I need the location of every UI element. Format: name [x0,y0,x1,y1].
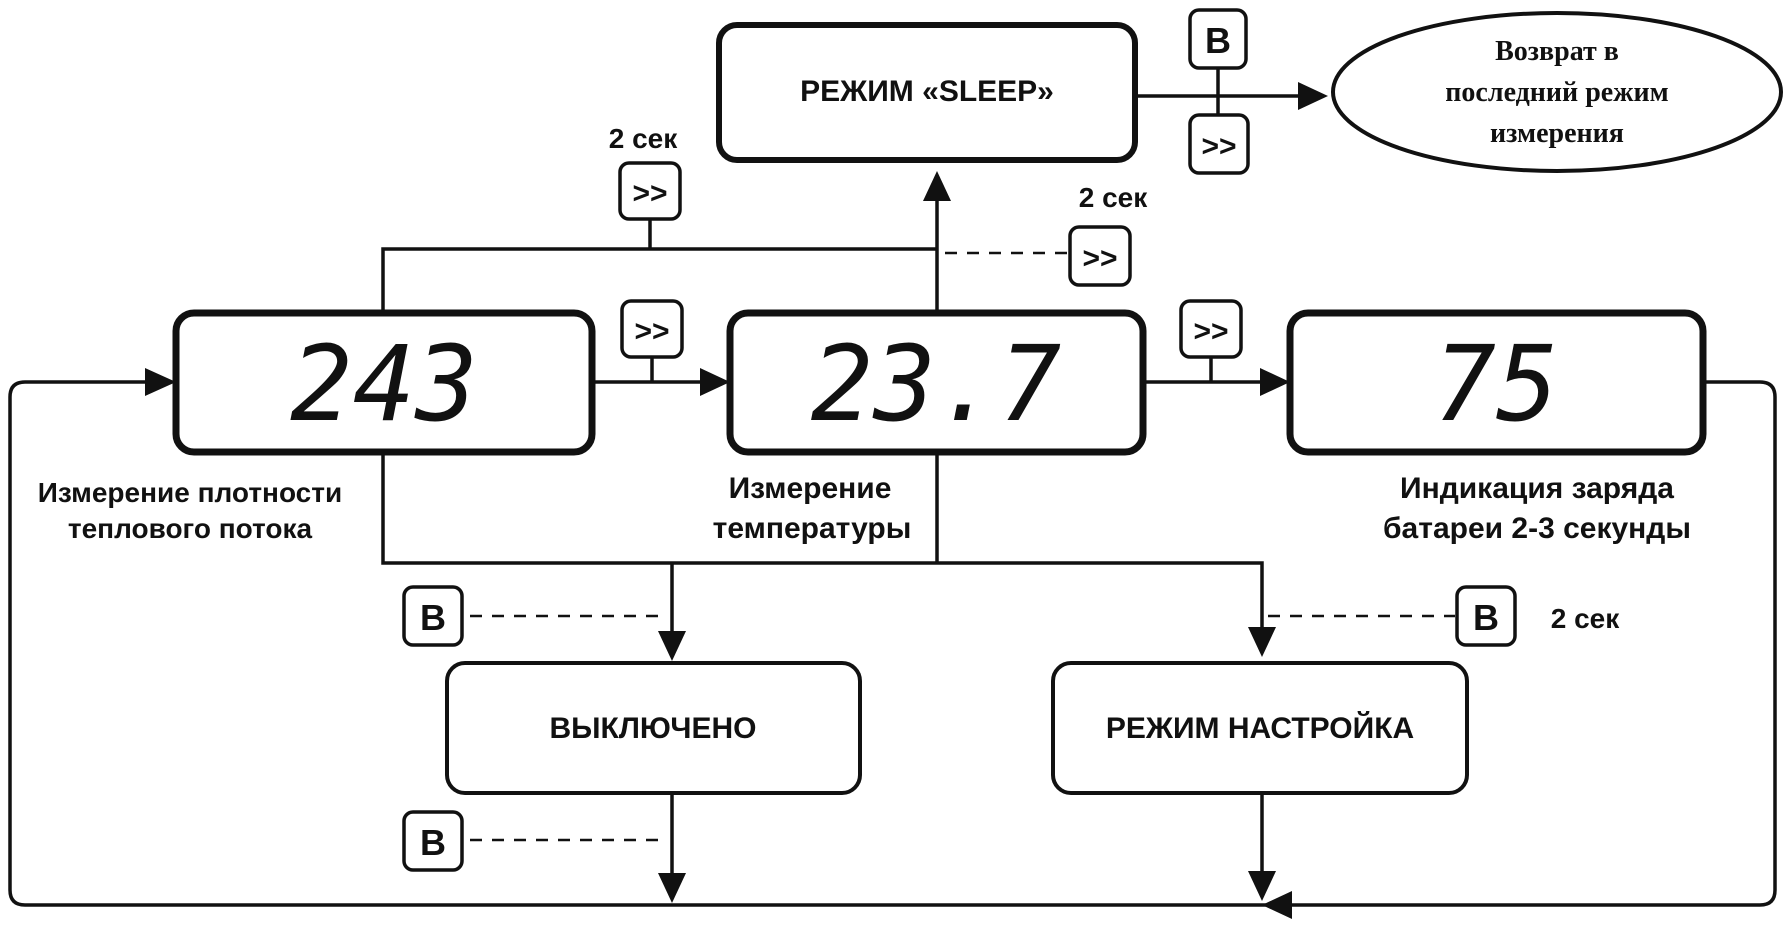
key-forward-23-75: >> [1179,299,1243,359]
key-b-setup: B [1455,585,1517,647]
off-mode-label: ВЫКЛЮЧЕНО [549,712,756,745]
arrow-off-to-loop [658,873,686,903]
key-b-off-exit-label: B [420,822,446,863]
sleep-mode-label: РЕЖИМ «SLEEP» [800,75,1054,108]
caption-temperature-1: Измерение [729,472,892,505]
arrow-23-7-to-75 [1260,368,1290,396]
arrow-to-off [658,631,686,661]
setup-mode-box: РЕЖИМ НАСТРОЙКА [1051,661,1469,795]
display-heat-flux: 243 [172,309,596,456]
connectors [8,68,1777,919]
loop-arrow-into-243 [145,368,176,396]
key-b-off: B [402,585,464,647]
return-line-3: измерения [1490,118,1624,149]
arrow-243-to-23-7 [700,368,730,396]
caption-heat-flux-2: теплового потока [68,513,313,544]
key-b-setup-label: B [1473,597,1499,638]
display-battery: 75 [1286,309,1707,456]
arrow-to-sleep [923,171,951,201]
display-value-battery: 75 [1433,323,1558,445]
caption-battery-1: Индикация заряда [1400,472,1674,505]
timing-left: 2 сек [609,123,678,154]
key-forward-23-75-label: >> [1193,315,1228,348]
arrow-setup-to-loop [1248,871,1276,901]
key-b-sleep-label: B [1205,20,1231,61]
return-node: Возврат в последний режим измерения [1331,11,1783,173]
sleep-mode-box: РЕЖИМ «SLEEP» [716,22,1138,163]
caption-heat-flux-1: Измерение плотности [38,477,342,508]
caption-battery-2: батареи 2-3 секунды [1383,512,1691,545]
caption-temperature-2: температуры [713,512,912,545]
setup-mode-label: РЕЖИМ НАСТРОЙКА [1106,711,1414,745]
key-b-sleep: B [1188,8,1248,70]
key-forward-sleep-label: >> [1201,130,1236,163]
key-forward-mid-label: >> [1082,242,1117,275]
key-forward-mid: >> [1068,225,1132,287]
key-forward-243-23-label: >> [634,315,669,348]
key-b-off-label: B [420,597,446,638]
return-line-2: последний режим [1445,77,1668,108]
key-forward-243-23: >> [620,299,684,359]
timing-mid: 2 сек [1079,182,1148,213]
timing-setup: 2 сек [1551,603,1620,634]
return-line-1: Возврат в [1495,36,1619,67]
display-value-temperature: 23.7 [811,323,1061,445]
display-temperature: 23.7 [726,309,1147,456]
arrow-to-return [1298,82,1328,110]
key-forward-left: >> [618,161,682,221]
key-b-off-exit: B [402,810,464,872]
display-value-heat-flux: 243 [290,323,478,445]
key-forward-left-label: >> [632,177,667,210]
loop-line [8,380,1777,907]
off-mode-box: ВЫКЛЮЧЕНО [445,661,862,795]
arrow-loop-into-setup [1262,891,1292,919]
arrow-to-setup [1248,627,1276,657]
key-forward-sleep: >> [1188,113,1250,175]
